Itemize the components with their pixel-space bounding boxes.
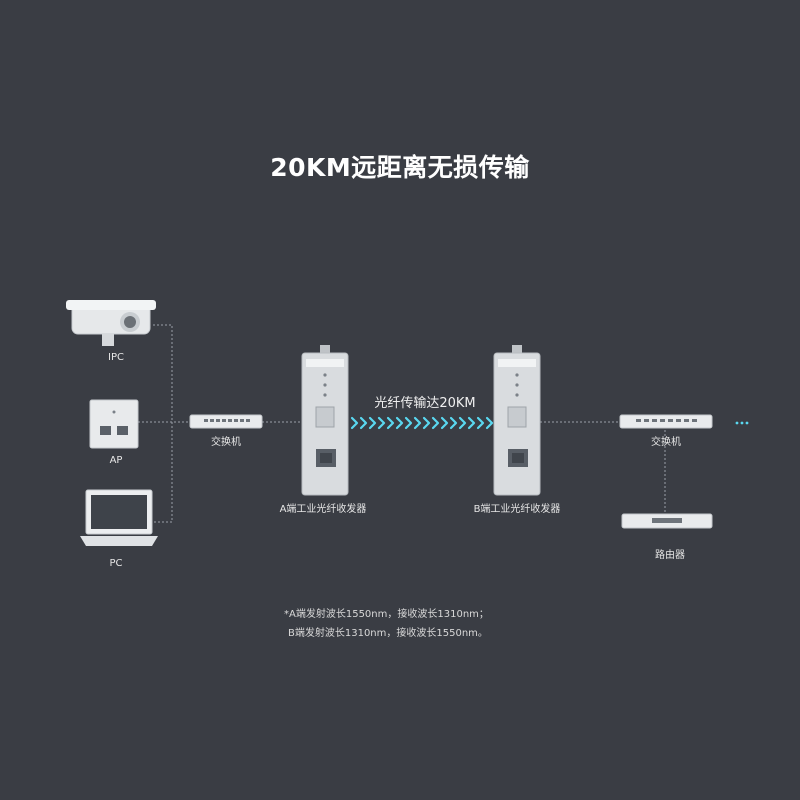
continuation-dots [735,421,749,425]
switch-left-icon [189,414,263,429]
router-label: 路由器 [655,550,685,561]
switch-left-label: 交换机 [211,437,241,448]
ap-panel-icon [89,399,139,449]
router-icon [621,513,713,529]
connection-lines [138,324,666,523]
fiber-link-label: 光纤传输达20KM [374,396,476,411]
converter-a-icon [301,345,349,496]
footnote-line-b: B端发射波长1310nm，接收波长1550nm。 [288,628,488,639]
switch-right-icon [619,414,713,429]
ipc-camera-icon [66,300,156,346]
pc-laptop-icon [80,489,158,546]
footnote-line-a: *A端发射波长1550nm，接收波长1310nm； [284,609,489,620]
fiber-link-chevrons [350,416,494,430]
page-title: 20KM远距离无损传输 [270,153,530,182]
switch-right-label: 交换机 [651,437,681,448]
pc-label: PC [109,558,123,569]
left-device-bus-line [153,324,173,523]
converter-a-label: A端工业光纤收发器 [279,504,367,515]
ap-label: AP [109,455,123,466]
ipc-label: IPC [108,352,124,363]
converter-b-icon [493,345,541,496]
converter-b-label: B端工业光纤收发器 [473,504,561,515]
